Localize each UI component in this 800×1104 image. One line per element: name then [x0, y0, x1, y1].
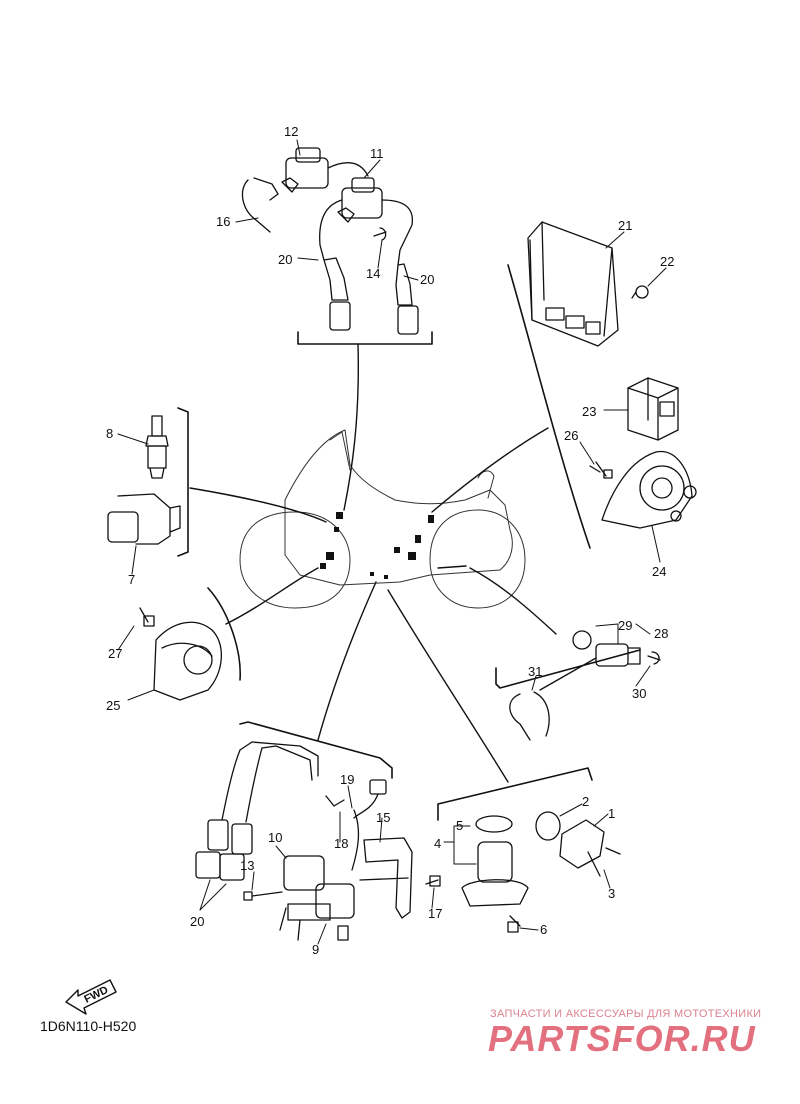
callout-28: 28: [654, 626, 668, 641]
callout-23: 23: [582, 404, 596, 419]
callout-9: 9: [312, 942, 319, 957]
watermark-tagline: ЗАПЧАСТИ И АКСЕССУАРЫ ДЛЯ МОТОТЕХНИКИ: [490, 1008, 762, 1020]
callout-21: 21: [618, 218, 632, 233]
callout-8: 8: [106, 426, 113, 441]
callout-labels: 1 2 3 4 5 6 7 8 9 10 11 12 13 14 15 16 1…: [106, 124, 674, 957]
callout-12: 12: [284, 124, 298, 139]
callout-29: 29: [618, 618, 632, 633]
sensor-group-left: [107, 415, 181, 545]
callout-7: 7: [128, 572, 135, 587]
callout-22: 22: [660, 254, 674, 269]
callout-20-bottom: 20: [190, 914, 204, 929]
leader-lines: [117, 139, 667, 945]
diagram-code: 1D6N110-H520: [40, 1018, 137, 1034]
callout-4: 4: [434, 836, 441, 851]
callout-16: 16: [216, 214, 230, 229]
callout-10: 10: [268, 830, 282, 845]
ignition-coil-upper-group: [241, 147, 419, 335]
callout-31: 31: [528, 664, 542, 679]
horn-left: [139, 607, 223, 701]
horn-right: [589, 450, 697, 529]
callout-19: 19: [340, 772, 354, 787]
callout-18: 18: [334, 836, 348, 851]
watermark-logo: PARTSFOR.RU: [488, 1018, 756, 1059]
pointer-lines: [189, 343, 557, 783]
relay-unit: [627, 377, 679, 441]
forward-arrow-icon: FWD: [65, 979, 117, 1015]
callout-27: 27: [108, 646, 122, 661]
motorcycle-silhouette: [239, 429, 526, 609]
location-markers: [320, 512, 434, 579]
callout-20-top-right: 20: [420, 272, 434, 287]
callout-20-top-left: 20: [278, 252, 292, 267]
starter-relay-group: [461, 811, 621, 933]
callout-24: 24: [652, 564, 666, 579]
callout-1: 1: [608, 806, 615, 821]
ignition-coil-lower-group: [195, 741, 441, 941]
callout-17: 17: [428, 906, 442, 921]
sensor-group-right: [509, 630, 661, 741]
group-brackets: [177, 264, 641, 821]
callout-5: 5: [456, 818, 463, 833]
callout-13: 13: [240, 858, 254, 873]
callout-15: 15: [376, 810, 390, 825]
callout-25: 25: [106, 698, 120, 713]
callout-11: 11: [370, 146, 384, 161]
callout-14: 14: [366, 266, 380, 281]
ecu-unit: [527, 221, 649, 347]
callout-30: 30: [632, 686, 646, 701]
callout-6: 6: [540, 922, 547, 937]
callout-2: 2: [582, 794, 589, 809]
callout-26: 26: [564, 428, 578, 443]
callout-3: 3: [608, 886, 615, 901]
